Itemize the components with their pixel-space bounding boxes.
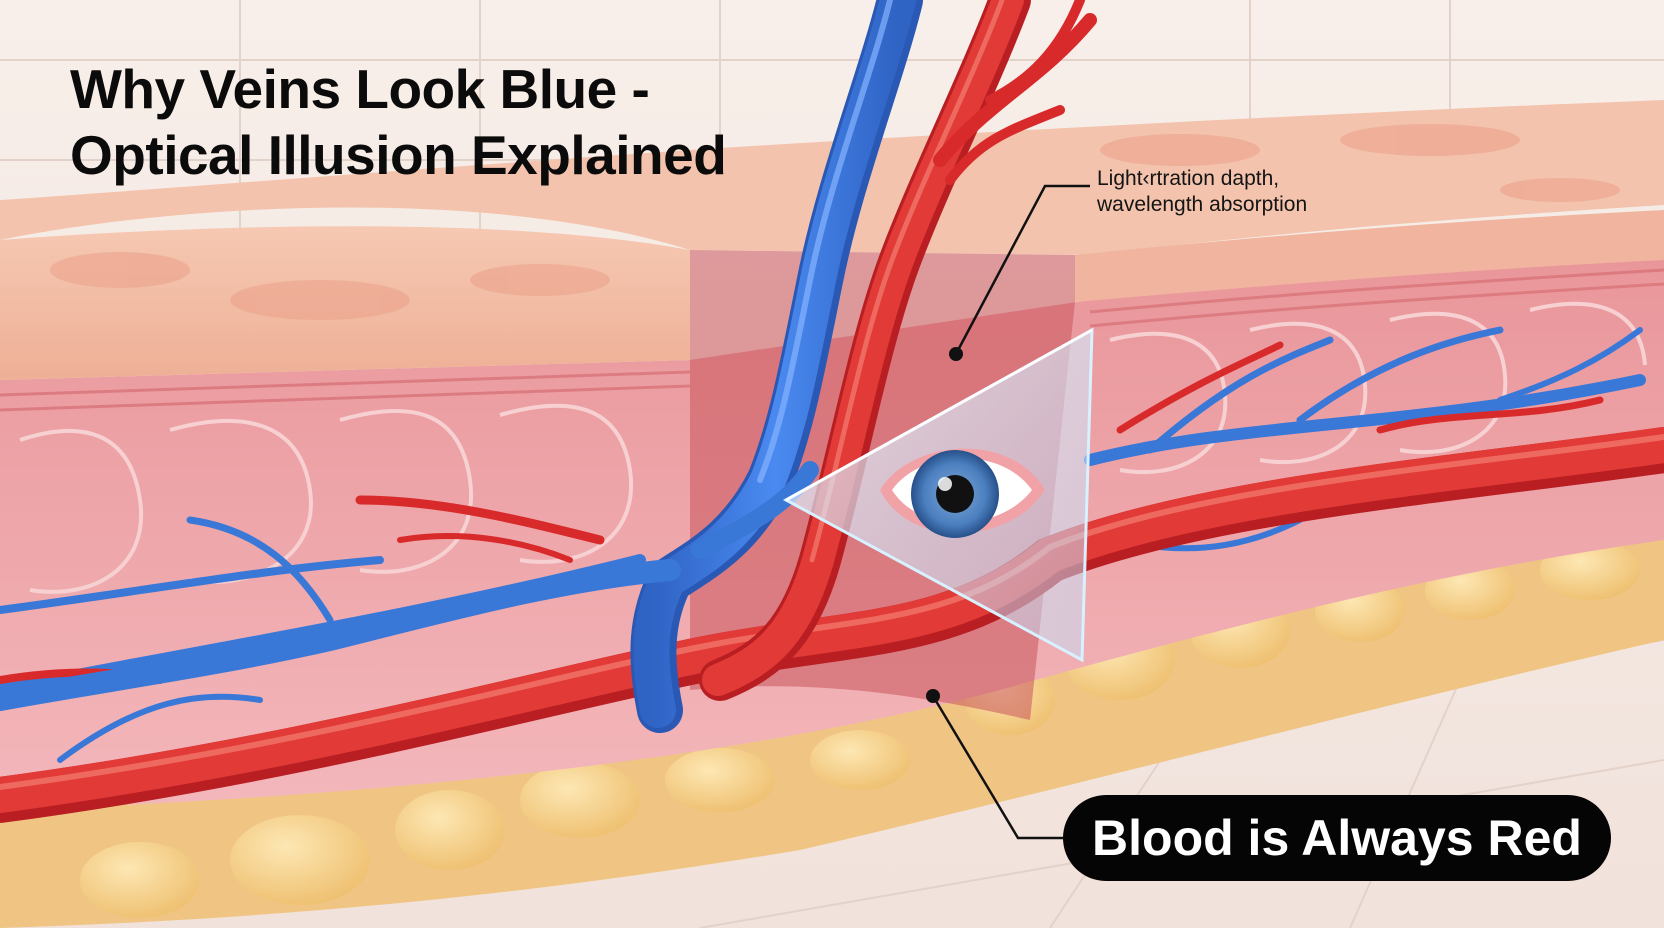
epidermis-right [1075, 210, 1664, 302]
annotation-leader-line [954, 184, 1090, 355]
skin-texture [50, 124, 1620, 320]
vertical-artery [702, 0, 1024, 696]
light-annotation: Light‹rtration dapth, wavelength absorpt… [1097, 166, 1307, 218]
annotation-line-2: wavelength absorption [1097, 193, 1308, 216]
left-vein-branch [0, 559, 681, 711]
leader-lines [931, 184, 1090, 840]
diagram-title: Why Veins Look Blue - Optical Illusion E… [70, 56, 770, 188]
epidermis-striations [0, 268, 1664, 412]
callout-leader-dot [926, 689, 940, 703]
upper-artery-branches [933, 0, 1097, 185]
main-artery [0, 427, 1664, 813]
annotation-leader-dot [949, 347, 963, 361]
annotation-line-1: Light‹rtration dapth, [1097, 167, 1280, 190]
eye-icon [880, 448, 1045, 538]
title-line-2: Optical Illusion Explained [70, 124, 727, 186]
blood-callout-badge: Blood is Always Red [1063, 795, 1611, 881]
callout-leader-line [931, 695, 1063, 840]
branch-arteries [0, 341, 1604, 684]
title-line-1: Why Veins Look Blue - [70, 58, 650, 120]
vertical-vein [633, 0, 916, 728]
